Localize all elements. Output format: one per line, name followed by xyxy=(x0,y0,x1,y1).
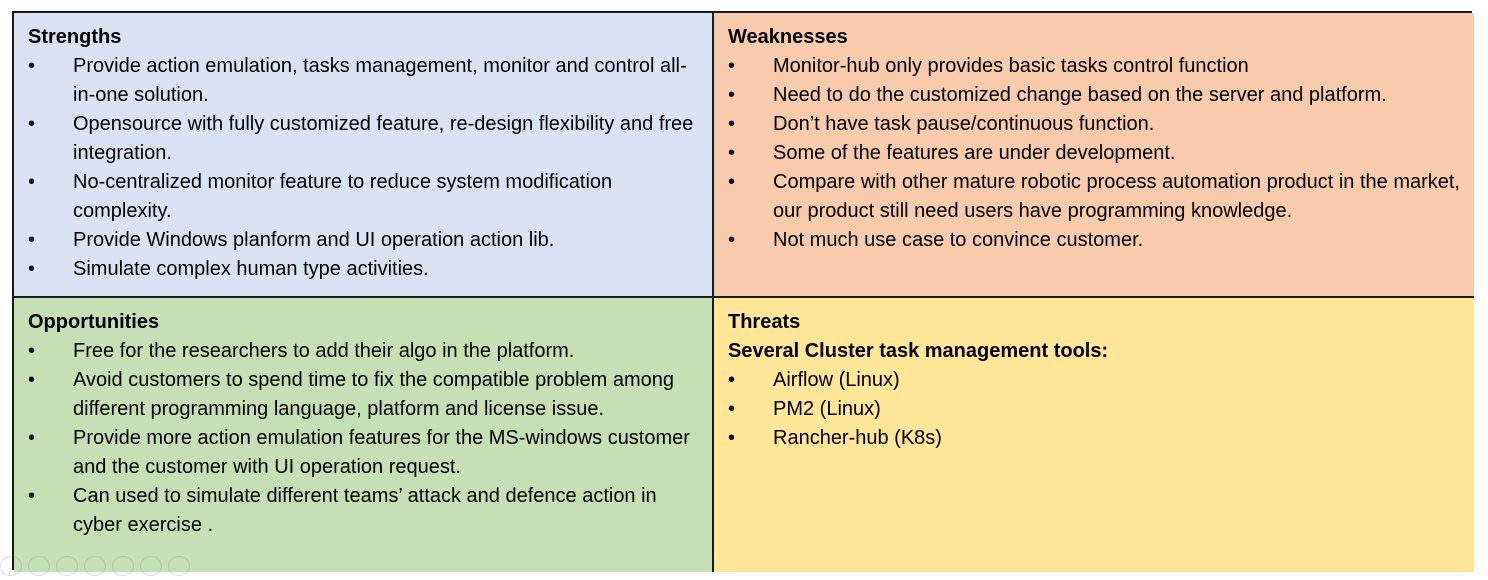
list-item: • Don’t have task pause/continuous functi… xyxy=(728,110,1460,139)
list-item: • Need to do the customized change based … xyxy=(728,81,1460,110)
list-item: • Not much use case to convince customer. xyxy=(728,226,1460,255)
bullet-icon: • xyxy=(728,398,736,420)
list-item: • Airflow (Linux) xyxy=(728,366,1460,395)
bullet-icon: • xyxy=(728,427,736,449)
swot-grid: Strengths • Provide action emulation, tas… xyxy=(12,11,1474,572)
list-item-text: Simulate complex human type activities. xyxy=(73,258,429,280)
list-item-text: Monitor-hub only provides basic tasks co… xyxy=(773,55,1249,77)
list-item: • Provide Windows planform and UI operati… xyxy=(28,226,698,255)
list-item: • Compare with other mature robotic proce… xyxy=(728,168,1460,226)
bullet-icon: • xyxy=(728,113,736,135)
strengths-list: • Provide action emulation, tasks managem… xyxy=(28,52,698,284)
bullet-icon: • xyxy=(28,258,36,280)
list-item-text: Provide more action emulation features f… xyxy=(73,427,690,478)
list-item-text: Don’t have task pause/continuous functio… xyxy=(773,113,1155,135)
list-item-text: Some of the features are under developme… xyxy=(773,142,1176,164)
bullet-icon: • xyxy=(28,229,36,251)
bullet-icon: • xyxy=(28,369,36,391)
list-item: • Avoid customers to spend time to fix th… xyxy=(28,366,698,424)
list-item: • PM2 (Linux) xyxy=(728,395,1460,424)
threats-quadrant: Threats Several Cluster task management … xyxy=(714,298,1474,572)
threats-list: • Airflow (Linux) • PM2 (Linux) • Rancher-h… xyxy=(728,366,1460,453)
list-item-text: No-centralized monitor feature to reduce… xyxy=(73,171,613,222)
list-item: • Provide action emulation, tasks managem… xyxy=(28,52,698,110)
bullet-icon: • xyxy=(28,485,36,507)
bullet-icon: • xyxy=(28,427,36,449)
list-item-text: Not much use case to convince customer. xyxy=(773,229,1144,251)
opportunities-title: Opportunities xyxy=(28,311,160,333)
threats-title: Threats xyxy=(728,311,801,333)
bullet-icon: • xyxy=(728,55,736,77)
list-item: • No-centralized monitor feature to reduc… xyxy=(28,168,698,226)
weaknesses-title: Weaknesses xyxy=(728,26,848,48)
opportunities-list: • Free for the researchers to add their a… xyxy=(28,337,698,540)
opportunities-quadrant: Opportunities • Free for the researchers … xyxy=(14,298,714,572)
strengths-title: Strengths xyxy=(28,26,122,48)
strengths-quadrant: Strengths • Provide action emulation, tas… xyxy=(14,13,714,298)
list-item-text: Airflow (Linux) xyxy=(773,369,900,391)
list-item: • Free for the researchers to add their a… xyxy=(28,337,698,366)
list-item: • Simulate complex human type activities. xyxy=(28,255,698,284)
list-item-text: Opensource with fully customized feature… xyxy=(73,113,694,164)
list-item-text: Free for the researchers to add their al… xyxy=(73,340,575,362)
list-item: • Can used to simulate different teams’ a… xyxy=(28,482,698,540)
bullet-icon: • xyxy=(28,113,36,135)
list-item-text: Compare with other mature robotic proces… xyxy=(773,171,1460,222)
list-item-text: Provide Windows planform and UI operatio… xyxy=(73,229,555,251)
bullet-icon: • xyxy=(728,84,736,106)
bullet-icon: • xyxy=(28,340,36,362)
threats-subtitle: Several Cluster task management tools: xyxy=(728,340,1109,362)
bullet-icon: • xyxy=(728,171,736,193)
bullet-icon: • xyxy=(728,369,736,391)
list-item: • Provide more action emulation features … xyxy=(28,424,698,482)
list-item-text: PM2 (Linux) xyxy=(773,398,881,420)
weaknesses-quadrant: Weaknesses • Monitor-hub only provides ba… xyxy=(714,13,1474,298)
list-item-text: Can used to simulate different teams’ at… xyxy=(73,485,657,536)
bullet-icon: • xyxy=(28,171,36,193)
list-item: • Some of the features are under developm… xyxy=(728,139,1460,168)
bullet-icon: • xyxy=(728,229,736,251)
list-item: • Opensource with fully customized featur… xyxy=(28,110,698,168)
list-item-text: Rancher-hub (K8s) xyxy=(773,427,942,449)
list-item-text: Provide action emulation, tasks manageme… xyxy=(73,55,687,106)
bullet-icon: • xyxy=(28,55,36,77)
list-item: • Rancher-hub (K8s) xyxy=(728,424,1460,453)
bullet-icon: • xyxy=(728,142,736,164)
list-item-text: Avoid customers to spend time to fix the… xyxy=(73,369,675,420)
weaknesses-list: • Monitor-hub only provides basic tasks c… xyxy=(728,52,1460,255)
list-item-text: Need to do the customized change based o… xyxy=(773,84,1387,106)
list-item: • Monitor-hub only provides basic tasks c… xyxy=(728,52,1460,81)
